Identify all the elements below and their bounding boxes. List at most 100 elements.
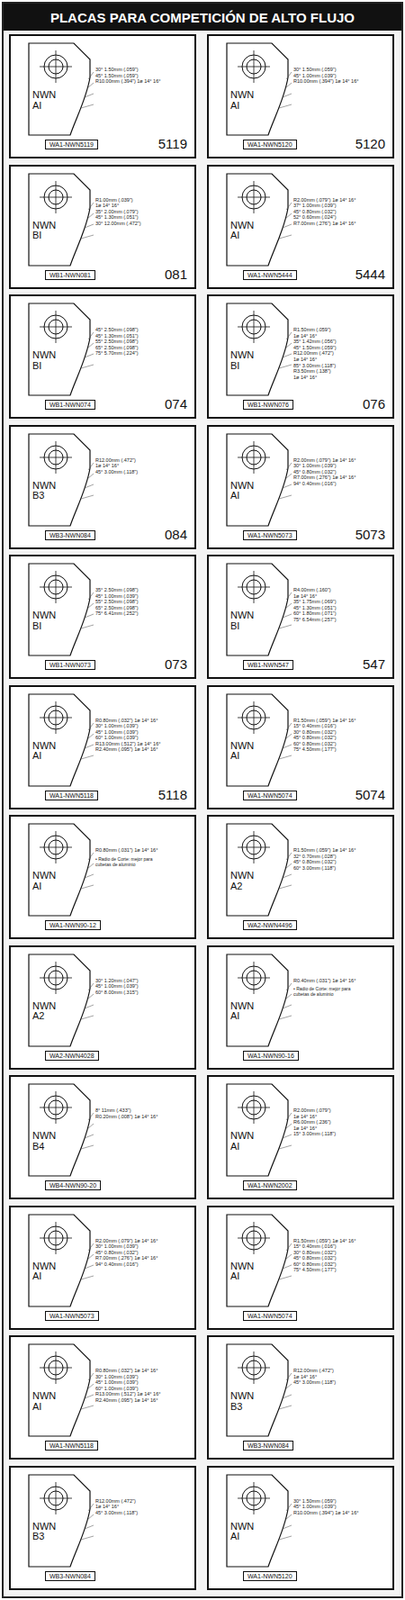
- callout-number: 073: [164, 656, 188, 672]
- dimension-text: R2.00mm (.079") 1ø 14° 16°: [293, 457, 389, 464]
- dimension-text: 15° 3.00mm (.118"): [293, 1130, 389, 1137]
- dimension-list: R12.00mm (.472")1ø 14° 16°45° 3.00mm (.1…: [95, 457, 191, 476]
- grade-label: NWN AI: [32, 870, 62, 891]
- grade-label: NWN B3: [32, 1521, 62, 1542]
- part-code: WA1-NWN90-16: [247, 1052, 295, 1059]
- part-code-box: WA1-NWN5120: [243, 139, 297, 150]
- insert-card: NWN BIR1.50mm (.059")1ø 14° 16°35° 1.42m…: [207, 294, 395, 419]
- dimension-list: R1.50mm (.059") 1ø 14° 16°32° 0.70mm (.0…: [293, 846, 389, 871]
- note-text: • Radio de Corte: mejor para cubetas de …: [293, 985, 366, 997]
- part-code: WB1-NWN073: [49, 661, 91, 668]
- part-code-box: WB3-NWN084: [45, 530, 96, 540]
- dimension-text: R1.50mm (.059") 1ø 14° 16°: [293, 717, 389, 724]
- insert-card: NWN B3R12.00mm (.472")1ø 14° 16°45° 3.00…: [207, 1334, 395, 1459]
- callout-number: 076: [362, 396, 386, 412]
- dimension-text: 1ø 14° 16°: [95, 462, 191, 469]
- dimension-text: 45° 1.00mm (.039"): [293, 72, 389, 80]
- part-code-box: WB1-NWN074: [45, 399, 96, 410]
- dimension-text: R12.00mm (.472"): [293, 350, 389, 357]
- dimension-text: 75° 4.50mm (.177"): [293, 746, 389, 753]
- part-code: WB1-NWN076: [247, 401, 289, 408]
- dimension-text: R12.00mm (.472"): [95, 1497, 191, 1504]
- dimension-text: R13.00mm (.512") 1ø 14° 16°: [95, 1390, 191, 1397]
- dimension-text: R2.00mm (.079"): [293, 1107, 389, 1114]
- callout-number: 074: [164, 396, 188, 412]
- dimension-text: 45° 0.80mm (.032"): [293, 734, 389, 741]
- dimension-text: R10.00mm (.394") 1ø 14° 16°: [95, 78, 191, 85]
- dimension-text: 30° 0.80mm (.032"): [293, 1249, 389, 1256]
- part-code: WB1-NWN547: [247, 661, 289, 668]
- part-code-box: WB3-NWN084: [243, 1440, 294, 1450]
- dimension-text: R10.00mm (.394") 1ø 14° 16°: [293, 78, 389, 85]
- part-code: WA1-NWN5074: [247, 792, 293, 799]
- dimension-text: 45° 1.00mm (.039"): [293, 1503, 389, 1510]
- dimension-text: R7.00mm (.276") 1ø 14° 16°: [293, 474, 389, 481]
- callout-number: 5119: [158, 135, 188, 152]
- part-code: WB3-NWN084: [49, 531, 91, 539]
- grade-label: NWN AI: [32, 1390, 62, 1412]
- dimension-text: R6.00mm (.236"): [293, 1118, 389, 1125]
- dimension-text: 1ø 14° 16°: [293, 1113, 389, 1120]
- dimension-text: 45° 1.00mm (.039"): [95, 1378, 191, 1386]
- part-code-box: WB4-NWN90-20: [45, 1179, 101, 1190]
- dimension-text: R10.00mm (.394") 1ø 14° 16°: [293, 1509, 389, 1516]
- dimension-text: 8° 11mm (.433"): [95, 1107, 191, 1114]
- dimension-list: R1.50mm (.059")1ø 14° 16°35° 1.42mm (.05…: [293, 326, 389, 380]
- insert-card: NWN BI45° 2.50mm (.098")45° 1.30mm (.051…: [9, 294, 197, 419]
- insert-card: NWN AIR2.00mm (.079") 1ø 14° 16°30° 1.00…: [207, 424, 395, 549]
- dimension-text: 45° 1.00mm (.039"): [95, 729, 191, 736]
- dimension-text: 55° 2.50mm (.098"): [95, 338, 191, 345]
- dimension-list: R2.00mm (.079") 1ø 14° 16°30° 1.00mm (.0…: [95, 1237, 191, 1268]
- grade-label: NWN AI: [230, 220, 260, 242]
- grade-label: NWN AI: [230, 740, 260, 762]
- dimension-list: 35° 2.50mm (.098")45° 1.00mm (.039")55° …: [95, 586, 191, 617]
- dimension-text: 32° 0.70mm (.028"): [293, 853, 389, 860]
- part-code-box: WB1-NWN547: [243, 659, 294, 670]
- dimension-text: R7.00mm (.276") 1ø 14° 16°: [95, 1254, 191, 1261]
- grade-label: NWN AI: [230, 1000, 260, 1022]
- dimension-list: R0.80mm (.032") 1ø 14° 16°30° 1.00mm (.0…: [95, 717, 191, 754]
- part-code-box: WA1-NWN2002: [243, 1179, 297, 1190]
- part-code: WB3-NWN084: [49, 1572, 91, 1579]
- dimension-text: R1.00mm (.039"): [95, 197, 191, 204]
- dimension-text: 45° 1.30mm (.051"): [293, 604, 389, 612]
- dimension-text: 45° 1.50mm (.059"): [95, 72, 191, 80]
- callout-number: 5074: [355, 786, 386, 802]
- insert-card: NWN AIR1.50mm (.059") 1ø 14° 16°15° 0.40…: [207, 1205, 395, 1330]
- dimension-text: R2.00mm (.079") 1ø 14° 16°: [95, 1237, 191, 1244]
- dimension-list: 30° 1.20mm (.047")45° 1.00mm (.039")60° …: [95, 977, 191, 996]
- dimension-list: R2.00mm (.079") 1ø 14° 16°30° 1.00mm (.0…: [293, 457, 389, 487]
- dimension-text: 45° 0.80mm (.032"): [293, 468, 389, 476]
- dimension-text: 45° 1.30mm (.051"): [95, 333, 191, 340]
- part-code-box: WA1-NWN5444: [243, 270, 297, 280]
- insert-card: NWN AIR2.00mm (.079") 1ø 14° 16°37° 1.00…: [207, 164, 395, 289]
- part-code: WA2-NWN4496: [247, 921, 293, 928]
- part-code: WA2-NWN4028: [49, 1052, 95, 1059]
- grade-label: NWN AI: [230, 1260, 260, 1282]
- dimension-text: 45° 1.00mm (.039"): [95, 982, 191, 990]
- dimension-text: 30° 1.50mm (.059"): [95, 66, 191, 73]
- grade-label: NWN AI: [230, 1521, 260, 1542]
- part-code-box: WA1-NWN5118: [45, 790, 99, 801]
- part-code: WB4-NWN90-20: [49, 1181, 97, 1188]
- part-code-box: WA1-NWN5074: [243, 790, 297, 801]
- insert-card: NWN A230° 1.20mm (.047")45° 1.00mm (.039…: [9, 945, 197, 1070]
- insert-card: NWN A2R1.50mm (.059") 1ø 14° 16°32° 0.70…: [207, 814, 395, 939]
- dimension-text: 60° 1.00mm (.039"): [95, 734, 191, 741]
- grade-label: NWN AI: [230, 1130, 260, 1152]
- part-code-box: WA2-NWN4028: [45, 1050, 99, 1061]
- dimension-text: 45° 0.80mm (.032"): [293, 858, 389, 865]
- dimension-list: R0.40mm (.031") 1ø 14° 16°• Radio de Cor…: [293, 977, 389, 998]
- dimension-text: 94° 0.40mm (.016"): [95, 1260, 191, 1268]
- dimension-text: R7.00mm (.276") 1ø 14° 16°: [293, 220, 389, 227]
- dimension-text: R0.80mm (.032") 1ø 14° 16°: [95, 717, 191, 724]
- part-code: WB1-NWN081: [49, 271, 91, 279]
- dimension-text: 60° 0.80mm (.032"): [293, 740, 389, 747]
- dimension-text: 37° 1.00mm (.039"): [293, 202, 389, 209]
- dimension-text: 45° 3.00mm (.118"): [95, 468, 191, 476]
- dimension-text: 30° 1.50mm (.059"): [293, 1497, 389, 1504]
- grade-label: NWN AI: [230, 90, 260, 111]
- grade-label: NWN B4: [32, 1130, 62, 1152]
- dimension-text: 45° 3.00mm (.118"): [95, 1509, 191, 1516]
- dimension-text: 52° 0.60mm (.024"): [293, 214, 389, 221]
